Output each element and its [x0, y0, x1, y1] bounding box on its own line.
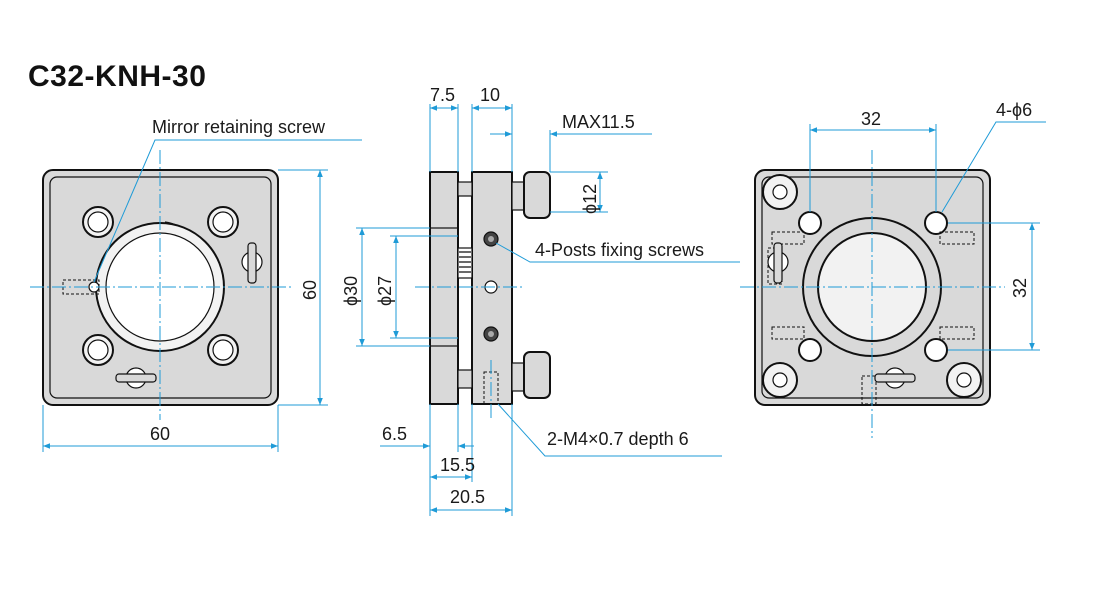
rear-32-vertical-dim: 32 [1010, 278, 1030, 298]
front-height-dim: 60 [300, 280, 320, 300]
side-plunger-bottom [457, 369, 473, 389]
post-fixing-screws [483, 231, 499, 342]
dim-10: 10 [480, 85, 500, 105]
rear-hidden-screws [767, 231, 975, 405]
rear-view [740, 121, 1046, 438]
side-knob-top [511, 171, 551, 219]
tapped-holes-label: 2-M4×0.7 depth 6 [547, 429, 689, 449]
rear-knob-left [767, 242, 789, 284]
front-knob-bottom [115, 367, 157, 389]
side-spring [457, 247, 473, 279]
dim-7-5: 7.5 [430, 85, 455, 105]
side-view [356, 104, 740, 516]
rear-knob-bottom [874, 367, 916, 389]
dim-15-5: 15.5 [440, 455, 475, 475]
dia-30-dim: ϕ30 [341, 276, 361, 306]
max-knob-label: MAX11.5 [562, 112, 635, 132]
side-front-plate [429, 171, 459, 405]
side-bore-outline [429, 227, 459, 347]
front-width-dim: 60 [150, 424, 170, 444]
dia-27-dim: ϕ27 [375, 276, 395, 306]
dim-6-5: 6.5 [382, 424, 407, 444]
posts-fixing-screws-label: 4-Posts fixing screws [535, 240, 704, 260]
side-plunger-top [457, 181, 473, 197]
side-knob-bottom [511, 351, 551, 399]
rear-32-horizontal-dim: 32 [861, 109, 881, 129]
mirror-retaining-screw-label: Mirror retaining screw [152, 117, 326, 137]
holes-4x6-label: 4-ϕ6 [996, 100, 1032, 120]
front-view [30, 139, 362, 452]
rear-corner-holes [762, 174, 982, 398]
front-knob-right [241, 242, 263, 284]
rear-4x6-holes [798, 211, 948, 362]
front-mount-holes [82, 206, 239, 366]
dim-20-5: 20.5 [450, 487, 485, 507]
knob-dia-dim: ϕ12 [580, 184, 600, 214]
page-title: C32-KNH-30 [28, 60, 207, 93]
